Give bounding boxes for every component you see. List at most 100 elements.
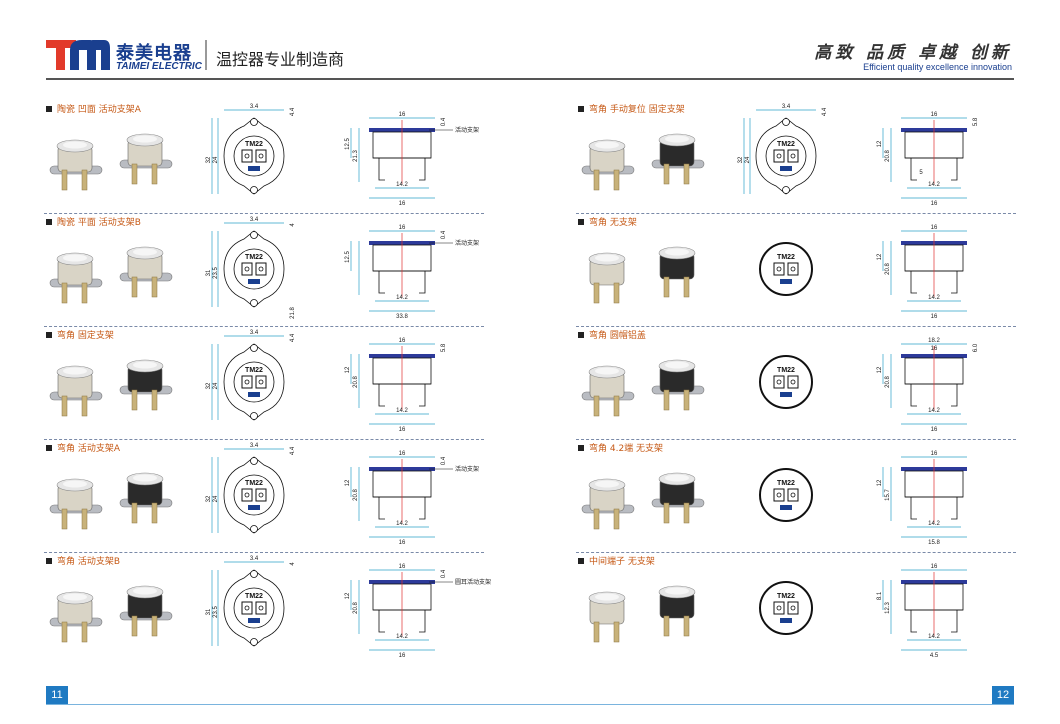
product-title: 弯角 活动支架A bbox=[57, 444, 121, 454]
terminal bbox=[593, 169, 600, 191]
dimension-label: 21.3 bbox=[353, 150, 359, 162]
dimension-label: 14.2 bbox=[928, 408, 940, 414]
cap-highlight bbox=[63, 367, 87, 375]
cap-highlight bbox=[133, 587, 157, 595]
dimension-label: 20.8 bbox=[353, 489, 359, 501]
dimension-label: 4.5 bbox=[930, 653, 939, 659]
terminal-hole bbox=[776, 379, 782, 385]
mount-hole bbox=[782, 186, 790, 194]
terminal bbox=[131, 615, 138, 637]
brand-mark-icon bbox=[248, 166, 260, 171]
model-label: TM22 bbox=[245, 480, 263, 487]
header-rule bbox=[46, 78, 1014, 80]
dimension-label: 8.1 bbox=[877, 591, 883, 600]
terminal-hole bbox=[244, 492, 250, 498]
thermostat-photo-b bbox=[119, 359, 173, 411]
dimension-label: 20.8 bbox=[885, 150, 891, 162]
dimension-label: 14.2 bbox=[396, 408, 408, 414]
product-photo bbox=[576, 461, 716, 539]
mount-hole bbox=[250, 186, 258, 194]
product-photo bbox=[576, 122, 716, 200]
dimension-label: 16 bbox=[931, 564, 938, 570]
dimension-label: 32 bbox=[206, 382, 212, 389]
bullet-icon bbox=[46, 332, 52, 338]
terminal-hole bbox=[258, 266, 264, 272]
bullet-icon bbox=[578, 445, 584, 451]
taimei-logo-icon bbox=[46, 40, 110, 70]
dimension-label: 12 bbox=[345, 479, 351, 486]
bullet-icon bbox=[46, 219, 52, 225]
body-circle bbox=[233, 474, 275, 516]
slogan-cn: 高致 品质 卓越 创新 bbox=[814, 43, 1012, 63]
thermostat-photo-a bbox=[49, 478, 103, 530]
brand-mark-icon bbox=[780, 505, 792, 510]
product-photo bbox=[44, 574, 184, 652]
terminal bbox=[663, 615, 670, 637]
product-title: 弯角 固定支架 bbox=[57, 331, 114, 341]
terminal-hole bbox=[244, 605, 250, 611]
thermostat-photo-b bbox=[119, 133, 173, 185]
cap-highlight bbox=[595, 254, 619, 262]
terminal-leg bbox=[910, 271, 958, 294]
row-separator bbox=[44, 439, 484, 440]
model-label: TM22 bbox=[777, 367, 795, 374]
page-header: 泰美电器 TAIMEI ELECTRIC 温控器专业制造商 高致 品质 卓越 创… bbox=[0, 0, 1060, 90]
cap-highlight bbox=[63, 254, 87, 262]
dimension-label: 24 bbox=[213, 156, 219, 163]
outline-drawing: TM22 bbox=[759, 355, 813, 409]
terminal bbox=[613, 621, 620, 643]
terminal bbox=[131, 389, 138, 411]
dimension-label: 4.4 bbox=[822, 107, 828, 116]
terminal-hole bbox=[244, 153, 250, 159]
product-title: 弯角 无支架 bbox=[589, 218, 637, 228]
outline-drawing: TM22 bbox=[211, 109, 285, 195]
thermostat-photo-a bbox=[49, 591, 103, 643]
terminal bbox=[663, 389, 670, 411]
product-photo bbox=[576, 235, 716, 313]
dimension-label: 33.8 bbox=[396, 314, 408, 320]
terminal bbox=[61, 621, 68, 643]
thermostat-photo-b bbox=[119, 246, 173, 298]
dimension-label: 24 bbox=[745, 156, 751, 163]
thermostat-photo-b bbox=[658, 246, 696, 298]
dimension-label: 6.0 bbox=[973, 343, 979, 352]
mount-hole bbox=[250, 299, 258, 307]
dimension-label: 31 bbox=[206, 269, 212, 276]
dimension-label: 15.7 bbox=[885, 489, 891, 501]
dimension-label: 16 bbox=[399, 451, 406, 457]
dimension-label: 20.8 bbox=[885, 263, 891, 275]
dimension-label: 3.4 bbox=[250, 330, 259, 336]
slogan-en: Efficient quality excellence innovation bbox=[863, 62, 1012, 72]
product-photo bbox=[576, 348, 716, 426]
terminal-hole bbox=[790, 266, 796, 272]
terminal bbox=[61, 395, 68, 417]
page-number-right: 12 bbox=[992, 686, 1014, 704]
terminal bbox=[683, 276, 690, 298]
model-label: TM22 bbox=[245, 254, 263, 261]
product-title: 弯角 圆帽铝盖 bbox=[589, 331, 646, 341]
dimension-label: 20.8 bbox=[353, 602, 359, 614]
terminal-leg bbox=[378, 497, 426, 520]
product-title: 陶瓷 凹面 活动支架A bbox=[57, 105, 141, 115]
mount-hole bbox=[250, 344, 258, 352]
dimension-label: 12 bbox=[877, 366, 883, 373]
thermostat-photo-b bbox=[658, 585, 696, 637]
terminal-hole bbox=[790, 153, 796, 159]
terminal-leg bbox=[378, 610, 426, 633]
body-circle bbox=[233, 135, 275, 177]
terminal bbox=[593, 282, 600, 304]
thermostat-photo-a bbox=[49, 139, 103, 191]
thermostat-photo-a bbox=[588, 591, 626, 643]
dimension-label: 5.8 bbox=[973, 117, 979, 126]
